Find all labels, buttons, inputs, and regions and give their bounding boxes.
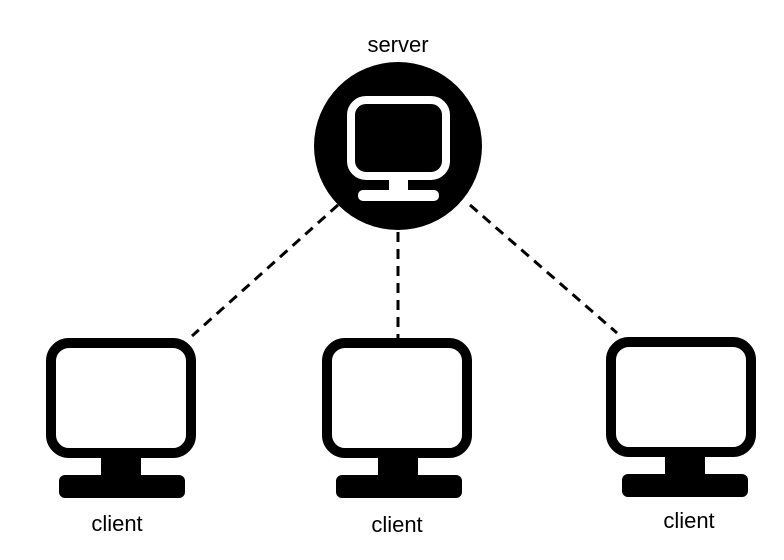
connection-line-client-3 [469, 203, 618, 335]
connection-line-client-1 [190, 203, 340, 338]
client-node-1: client [46, 338, 196, 536]
client-node-3: client [606, 337, 756, 533]
client-label: client [663, 508, 714, 533]
monitor-icon [347, 96, 450, 201]
monitor-icon [322, 338, 472, 498]
connections [190, 203, 618, 338]
server-node: server [314, 32, 482, 230]
client-label: client [371, 512, 422, 537]
client-label: client [91, 511, 142, 536]
monitor-icon [606, 337, 756, 497]
client-node-2: client [322, 338, 472, 537]
monitor-icon [46, 338, 196, 498]
server-label: server [367, 32, 428, 57]
